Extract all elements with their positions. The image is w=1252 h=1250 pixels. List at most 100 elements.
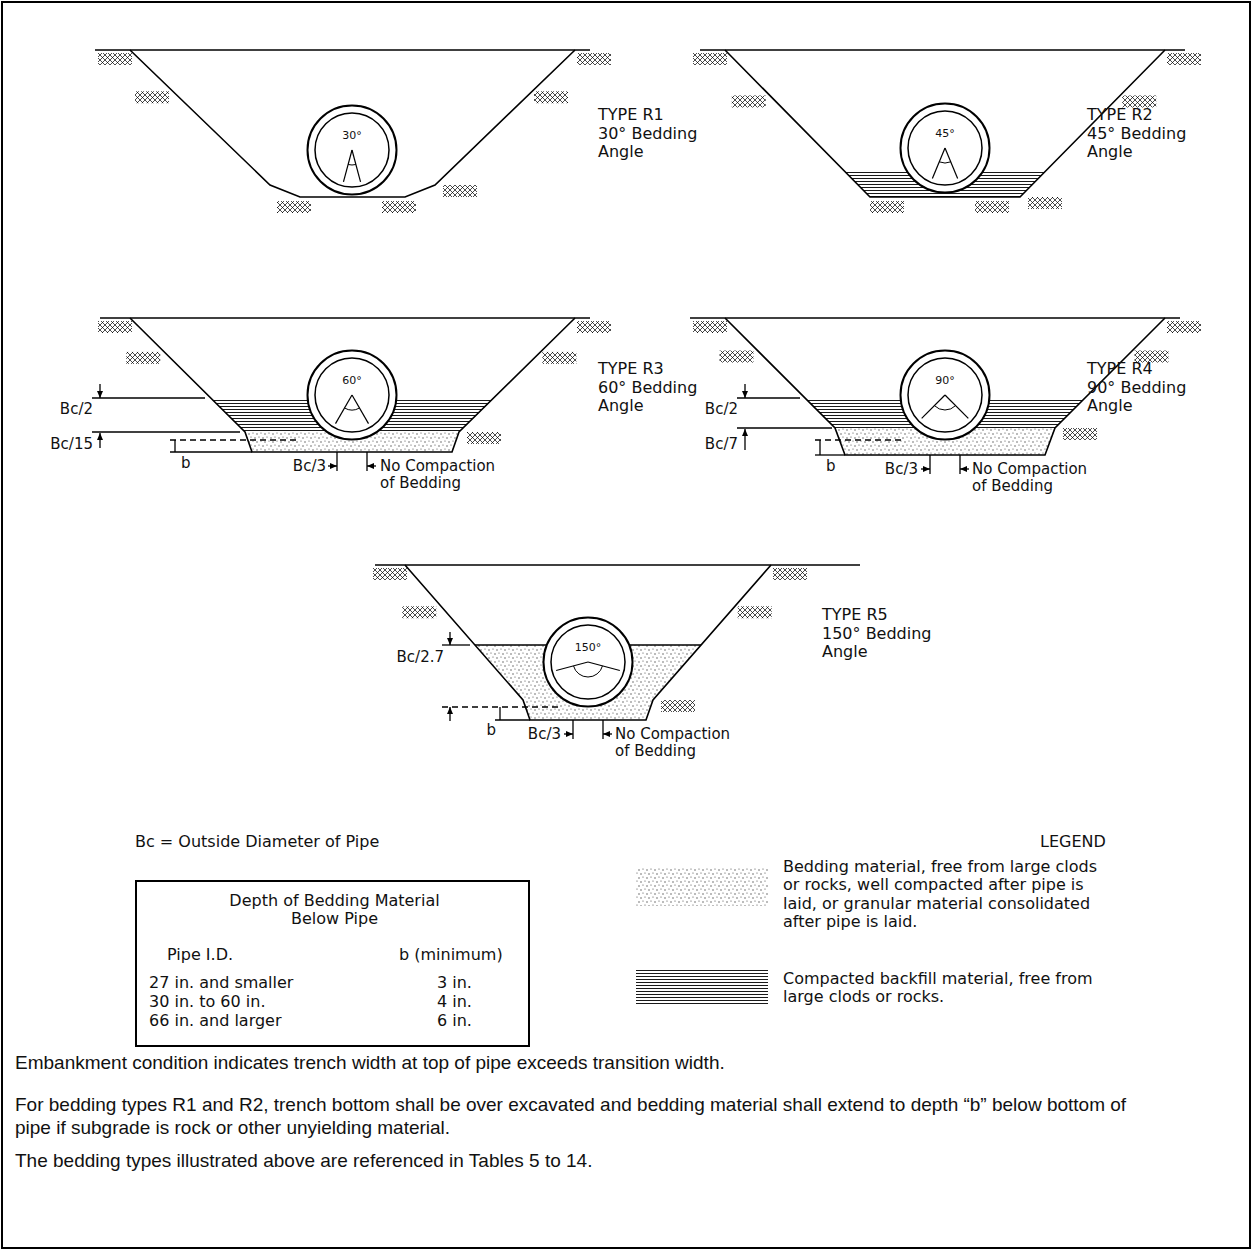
bedding-angle-arc xyxy=(934,406,955,410)
soil-symbol xyxy=(402,606,436,618)
legend-swatch xyxy=(636,970,768,1006)
legend-swatch xyxy=(636,868,768,906)
dimension-label: Bc/7 xyxy=(705,436,738,453)
dimension-label: Bc/2 xyxy=(60,401,93,418)
bedding-angle-arc xyxy=(574,666,603,677)
table-cell: Pipe I.D. xyxy=(167,946,233,964)
soil-symbol xyxy=(732,95,766,107)
dimension-line xyxy=(572,720,573,739)
ground-line xyxy=(700,49,1185,51)
soil-symbol xyxy=(1167,53,1201,65)
bedding-angle-line xyxy=(588,662,620,671)
trench-wall xyxy=(130,50,575,197)
dimension-line xyxy=(366,452,367,471)
soil-symbol xyxy=(1028,197,1062,209)
bedding-depth-table: Depth of Bedding Material Below PipePipe… xyxy=(135,880,530,1047)
bedding-angle-label: 90° Bedding Angle xyxy=(1087,379,1215,416)
table-cell: 30 in. to 60 in. xyxy=(149,993,265,1011)
dimension-line xyxy=(174,440,175,452)
table-heading: Depth of Bedding Material Below Pipe xyxy=(227,892,442,929)
type-label: TYPE R5 xyxy=(822,606,888,624)
bedding-angle-line xyxy=(352,395,369,424)
bedding-angle-line xyxy=(352,150,361,182)
soil-symbol xyxy=(443,185,477,197)
soil-symbol xyxy=(98,53,132,65)
legend-text: Compacted backfill material, free from l… xyxy=(783,970,1113,1007)
arrow-head xyxy=(447,707,453,714)
dimension-label: b xyxy=(181,455,191,472)
table-cell: 4 in. xyxy=(437,993,472,1011)
backfill-fill xyxy=(0,172,1252,197)
pipe-outer-wall xyxy=(544,618,633,707)
arrow-head xyxy=(447,638,453,645)
dimension-label: Bc/15 xyxy=(50,436,93,453)
note-text: For bedding types R1 and R2, trench bott… xyxy=(15,1094,1165,1140)
pipe-symbol xyxy=(306,104,398,196)
bedding-angle-arc xyxy=(939,162,950,163)
arrow-head xyxy=(960,466,967,472)
trench-wall xyxy=(725,50,1165,197)
table-cell: 66 in. and larger xyxy=(149,1012,282,1030)
pipe-outer-wall xyxy=(308,351,397,440)
table-cell: 6 in. xyxy=(437,1012,472,1030)
arrow-head xyxy=(603,731,610,737)
arrow-head xyxy=(97,433,103,440)
bedding-angle-line xyxy=(556,662,588,671)
angle-value: 60° xyxy=(306,375,398,388)
pipe-section: 150° xyxy=(542,616,634,708)
dimension-label: Bc/2 xyxy=(705,401,738,418)
ground-line xyxy=(690,317,1180,319)
ground-line xyxy=(95,49,590,51)
bedding-angle-line xyxy=(945,395,968,418)
bedding-angle-arc xyxy=(348,164,356,166)
legend-heading: LEGEND xyxy=(1040,833,1106,851)
arrow-head xyxy=(742,429,748,436)
extension-line xyxy=(92,431,240,432)
type-label: TYPE R2 xyxy=(1087,106,1153,124)
dimension-label: b xyxy=(826,458,836,475)
pipe-outer-wall xyxy=(308,106,397,195)
bedding-angle-line xyxy=(336,395,353,424)
arrow-head xyxy=(923,466,930,472)
soil-symbol xyxy=(126,352,160,364)
dimension-label: Bc/3 xyxy=(528,726,561,743)
table-cell: 27 in. and smaller xyxy=(149,974,293,992)
table-cell: 3 in. xyxy=(437,974,472,992)
arrow-head xyxy=(97,391,103,398)
definition-text: Bc = Outside Diameter of Pipe xyxy=(135,833,379,851)
soil-symbol xyxy=(577,53,611,65)
angle-value: 30° xyxy=(306,130,398,143)
bedding-angle-line xyxy=(343,150,352,182)
soil-symbol xyxy=(534,91,568,103)
pipe-inner-wall xyxy=(315,113,389,187)
ground-line xyxy=(375,564,860,566)
soil-symbol xyxy=(1063,428,1097,440)
soil-symbol xyxy=(467,432,501,444)
dimension-line xyxy=(336,452,337,471)
table-cell: b (minimum) xyxy=(399,946,503,964)
dimension-label: Bc/3 xyxy=(293,458,326,475)
legend-text: Bedding material, free from large clods … xyxy=(783,858,1113,932)
ground-line xyxy=(100,317,590,319)
pipe-symbol xyxy=(542,616,634,708)
soil-symbol xyxy=(693,53,727,65)
soil-symbol xyxy=(773,568,807,580)
pipe-inner-wall xyxy=(908,111,982,185)
soil-symbol xyxy=(382,201,416,213)
soil-symbol xyxy=(693,321,727,333)
pipe-outer-wall xyxy=(901,351,990,440)
angle-value: 90° xyxy=(899,375,991,388)
pipe-symbol xyxy=(899,102,991,194)
extension-line xyxy=(442,644,470,645)
pipe-inner-wall xyxy=(908,358,982,432)
arrow-head xyxy=(367,463,374,469)
extension-line xyxy=(92,397,205,398)
dimension-label: Bc/3 xyxy=(885,461,918,478)
dimension-line xyxy=(602,720,603,739)
soil-symbol xyxy=(373,568,407,580)
angle-value: 45° xyxy=(899,128,991,141)
type-label: TYPE R4 xyxy=(1087,360,1153,378)
dimension-line xyxy=(929,455,930,474)
bedding-angle-label: 45° Bedding Angle xyxy=(1087,125,1215,162)
